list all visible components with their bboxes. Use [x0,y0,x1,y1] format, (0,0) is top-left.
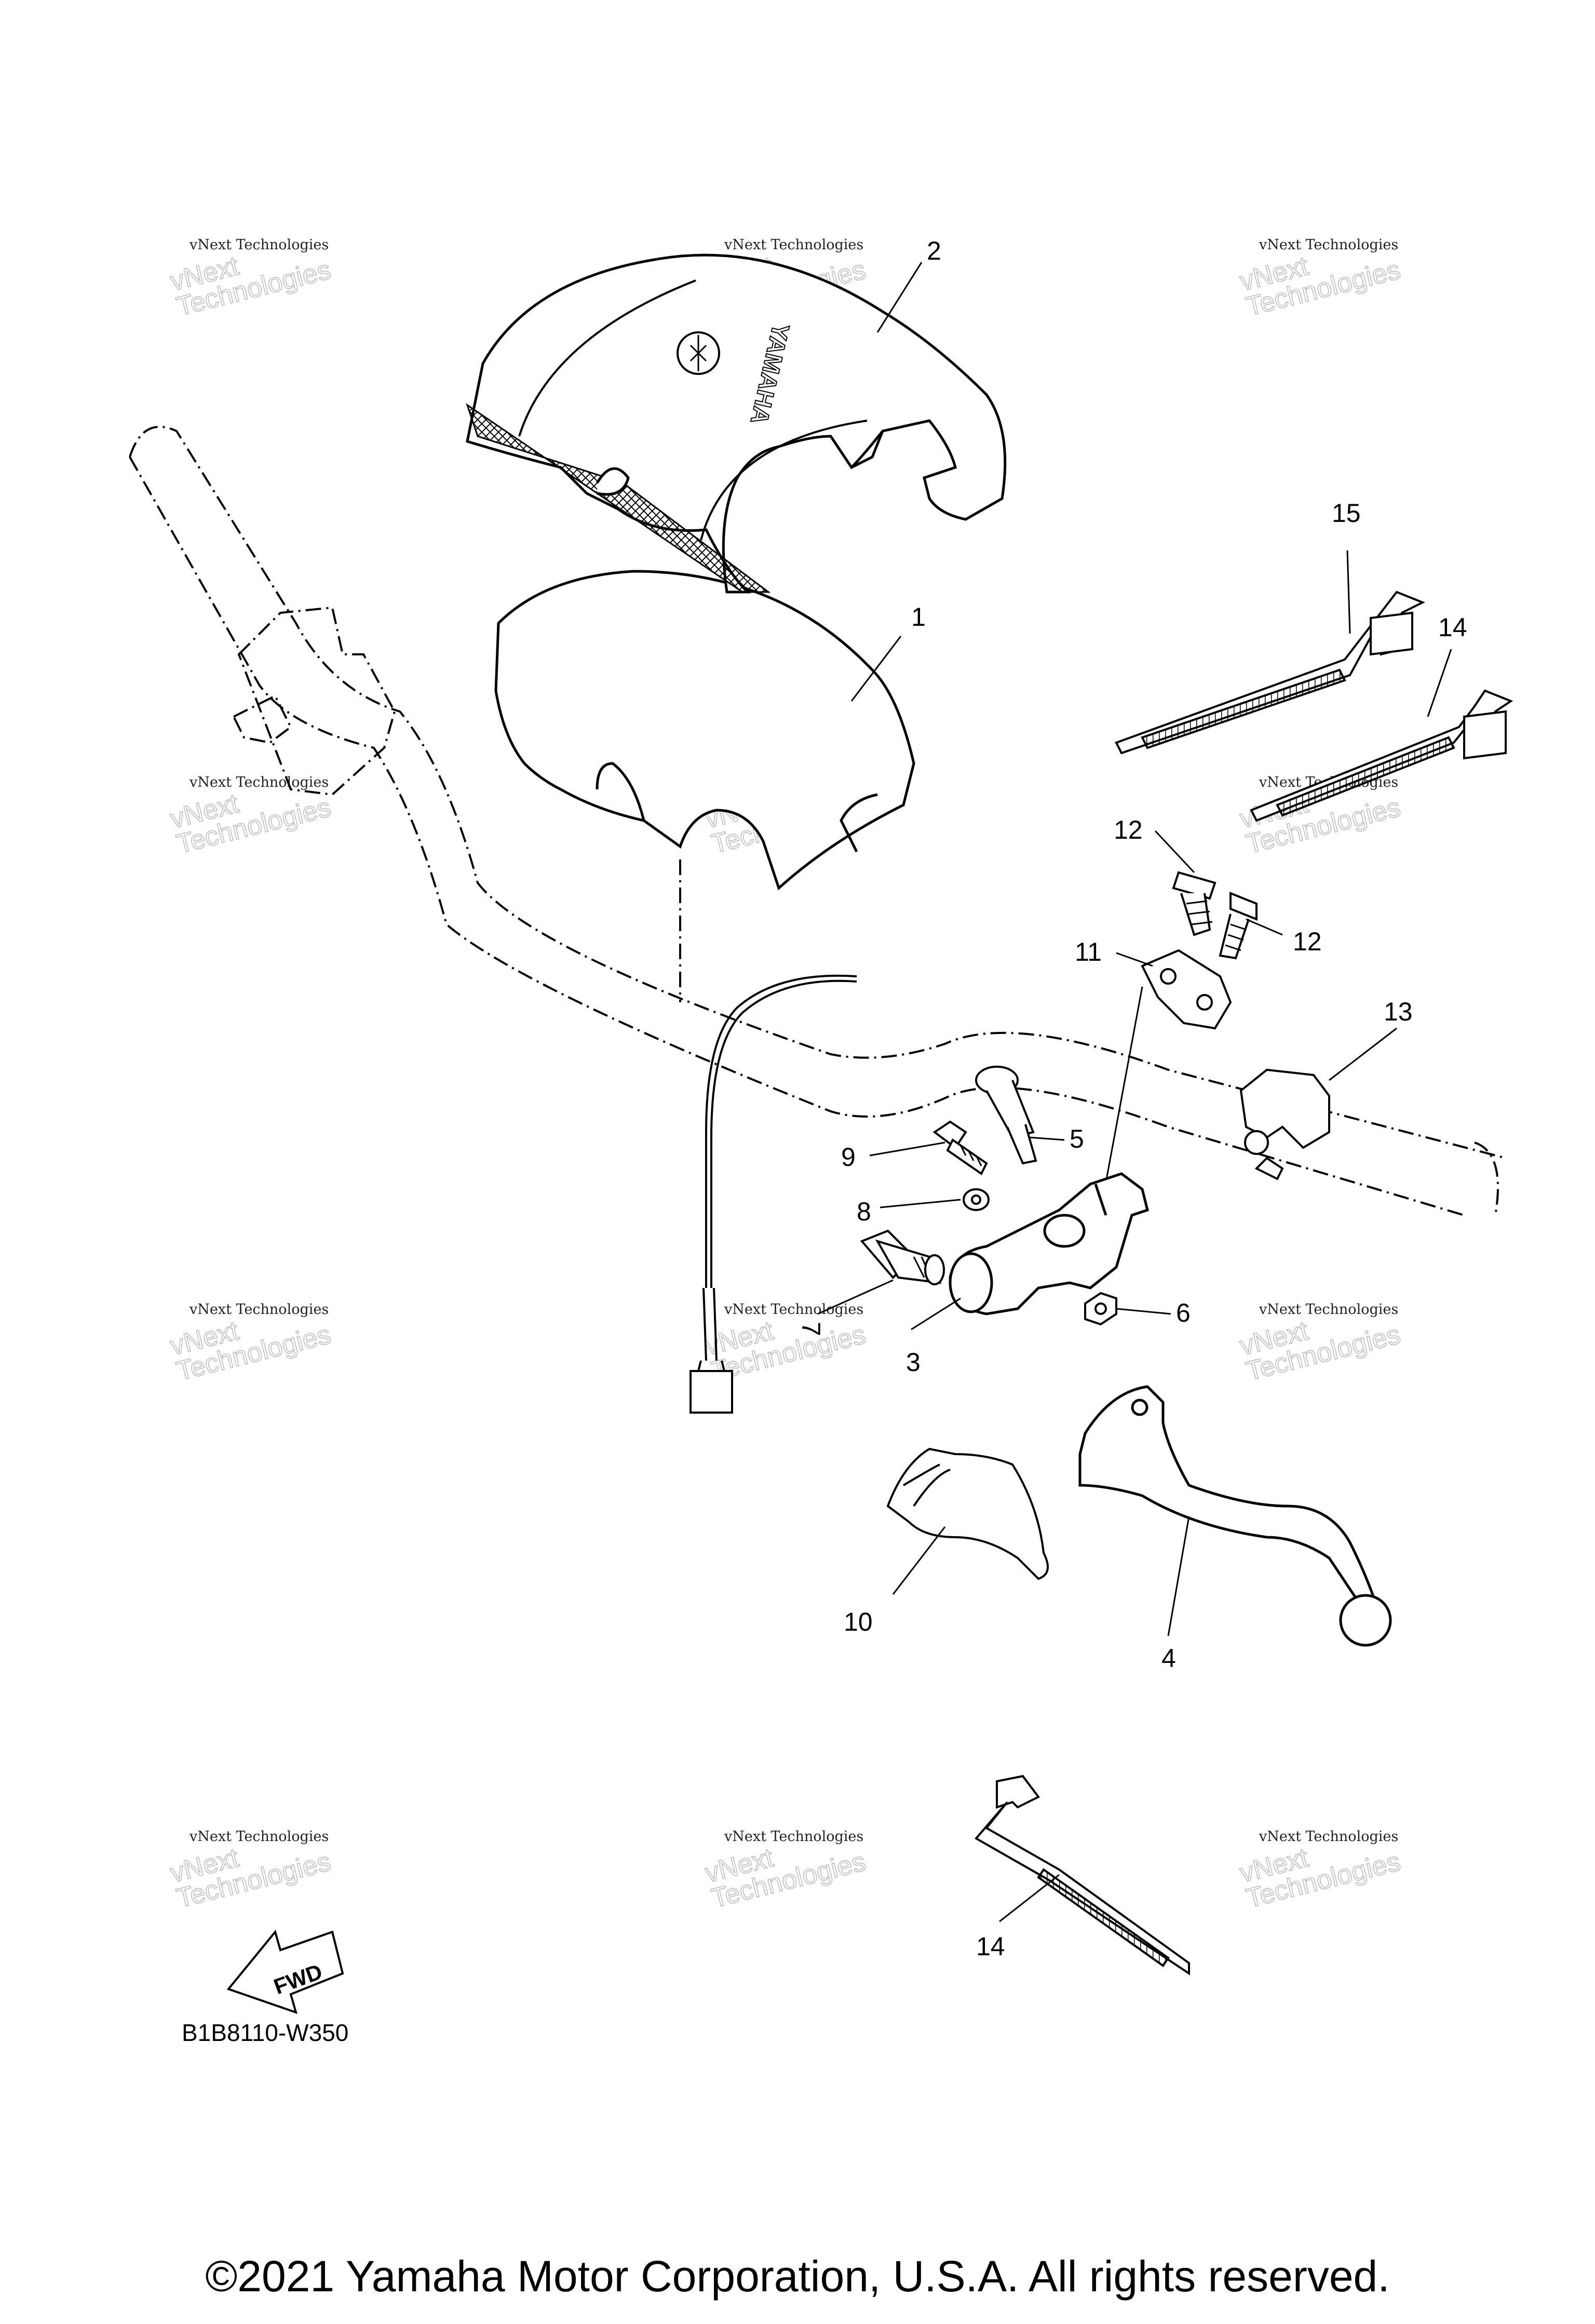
cable-strap-14-lower [974,1775,1190,1976]
watermarks: vNext Technologies vNext Technologies vN… [167,237,1403,1914]
adjuster-7 [860,1229,945,1285]
handlebar-pad [494,570,915,891]
cable-strap-15 [1115,590,1425,755]
watermark: vNext Technologies vNext Technologies [701,1829,869,1914]
callout-label: 8 [857,1197,871,1226]
callout-label: 11 [1075,937,1102,966]
screw-9 [932,1120,988,1175]
lever-cover-10 [886,1447,1049,1580]
svg-text:vNext Technologies: vNext Technologies [1259,1829,1398,1845]
callout-label: 15 [1332,499,1361,528]
watermark: vNext Technologies vNext Technologies [1236,1301,1403,1387]
clutch-lever-4 [1078,1385,1392,1647]
clutch-lever-holder-3 [949,1172,1149,1315]
svg-text:vNext Technologies: vNext Technologies [724,1301,863,1318]
holder-11 [1141,949,1232,1030]
watermark: vNext Technologies vNext Technologies [167,1301,334,1387]
copyright-notice: ©2021 Yamaha Motor Corporation, U.S.A. A… [205,2252,1390,2301]
svg-text:vNext Technologies: vNext Technologies [1259,1301,1398,1318]
callout-label: 6 [1176,1298,1191,1327]
svg-text:vNext Technologies: vNext Technologies [189,1301,329,1318]
nut-8 [963,1188,990,1211]
callout-label: 10 [844,1607,873,1636]
clutch-switch-wire [690,974,857,1414]
handlebar [129,425,1506,1216]
callout-label: 14 [1438,613,1467,642]
bracket-13 [1239,1068,1330,1180]
screw-12-b [1219,892,1258,960]
callout-label: 12 [1114,815,1143,844]
svg-text:vNext Technologies: vNext Technologies [189,1829,329,1845]
handlebar-cover: YAMAHA [466,253,1007,594]
leader-line [1100,986,1143,1211]
nut-6 [1084,1292,1117,1326]
callouts: 1 2 3 4 5 6 7 8 9 10 11 12 12 13 14 14 1… [796,236,1467,1961]
watermark: vNext Technologies vNext Technologies [167,237,334,323]
screw-12-a [1172,871,1216,936]
leader-lines [817,262,1452,1923]
callout-label: 12 [1293,927,1322,956]
callout-label: 1 [911,602,926,632]
svg-text:vNext Technologies: vNext Technologies [189,237,329,253]
callout-label: 14 [976,1932,1005,1961]
svg-text:vNext Technologies: vNext Technologies [1259,237,1398,253]
bolt-5 [975,1066,1037,1165]
watermark: vNext Technologies vNext Technologies [1236,237,1403,323]
callout-label: 7 [796,1322,826,1336]
diagram-code: B1B8110-W350 [182,2019,348,2046]
callout-label: 3 [906,1348,921,1377]
watermark: vNext Technologies vNext Technologies [167,774,334,860]
callout-label: 9 [841,1143,856,1172]
callout-label: 2 [927,236,941,265]
fwd-arrow-icon: FWD [226,1929,344,2014]
svg-text:vNext Technologies: vNext Technologies [189,774,329,790]
watermark: vNext Technologies vNext Technologies [1236,1829,1403,1914]
svg-text:vNext Technologies: vNext Technologies [724,1829,863,1845]
watermark: vNext Technologies vNext Technologies [167,1829,334,1914]
svg-text:vNext Technologies: vNext Technologies [724,237,863,253]
callout-label: 13 [1384,997,1413,1026]
callout-label: 5 [1070,1124,1084,1153]
cable-strap-14-upper [1250,689,1513,822]
callout-label: 4 [1161,1644,1176,1673]
